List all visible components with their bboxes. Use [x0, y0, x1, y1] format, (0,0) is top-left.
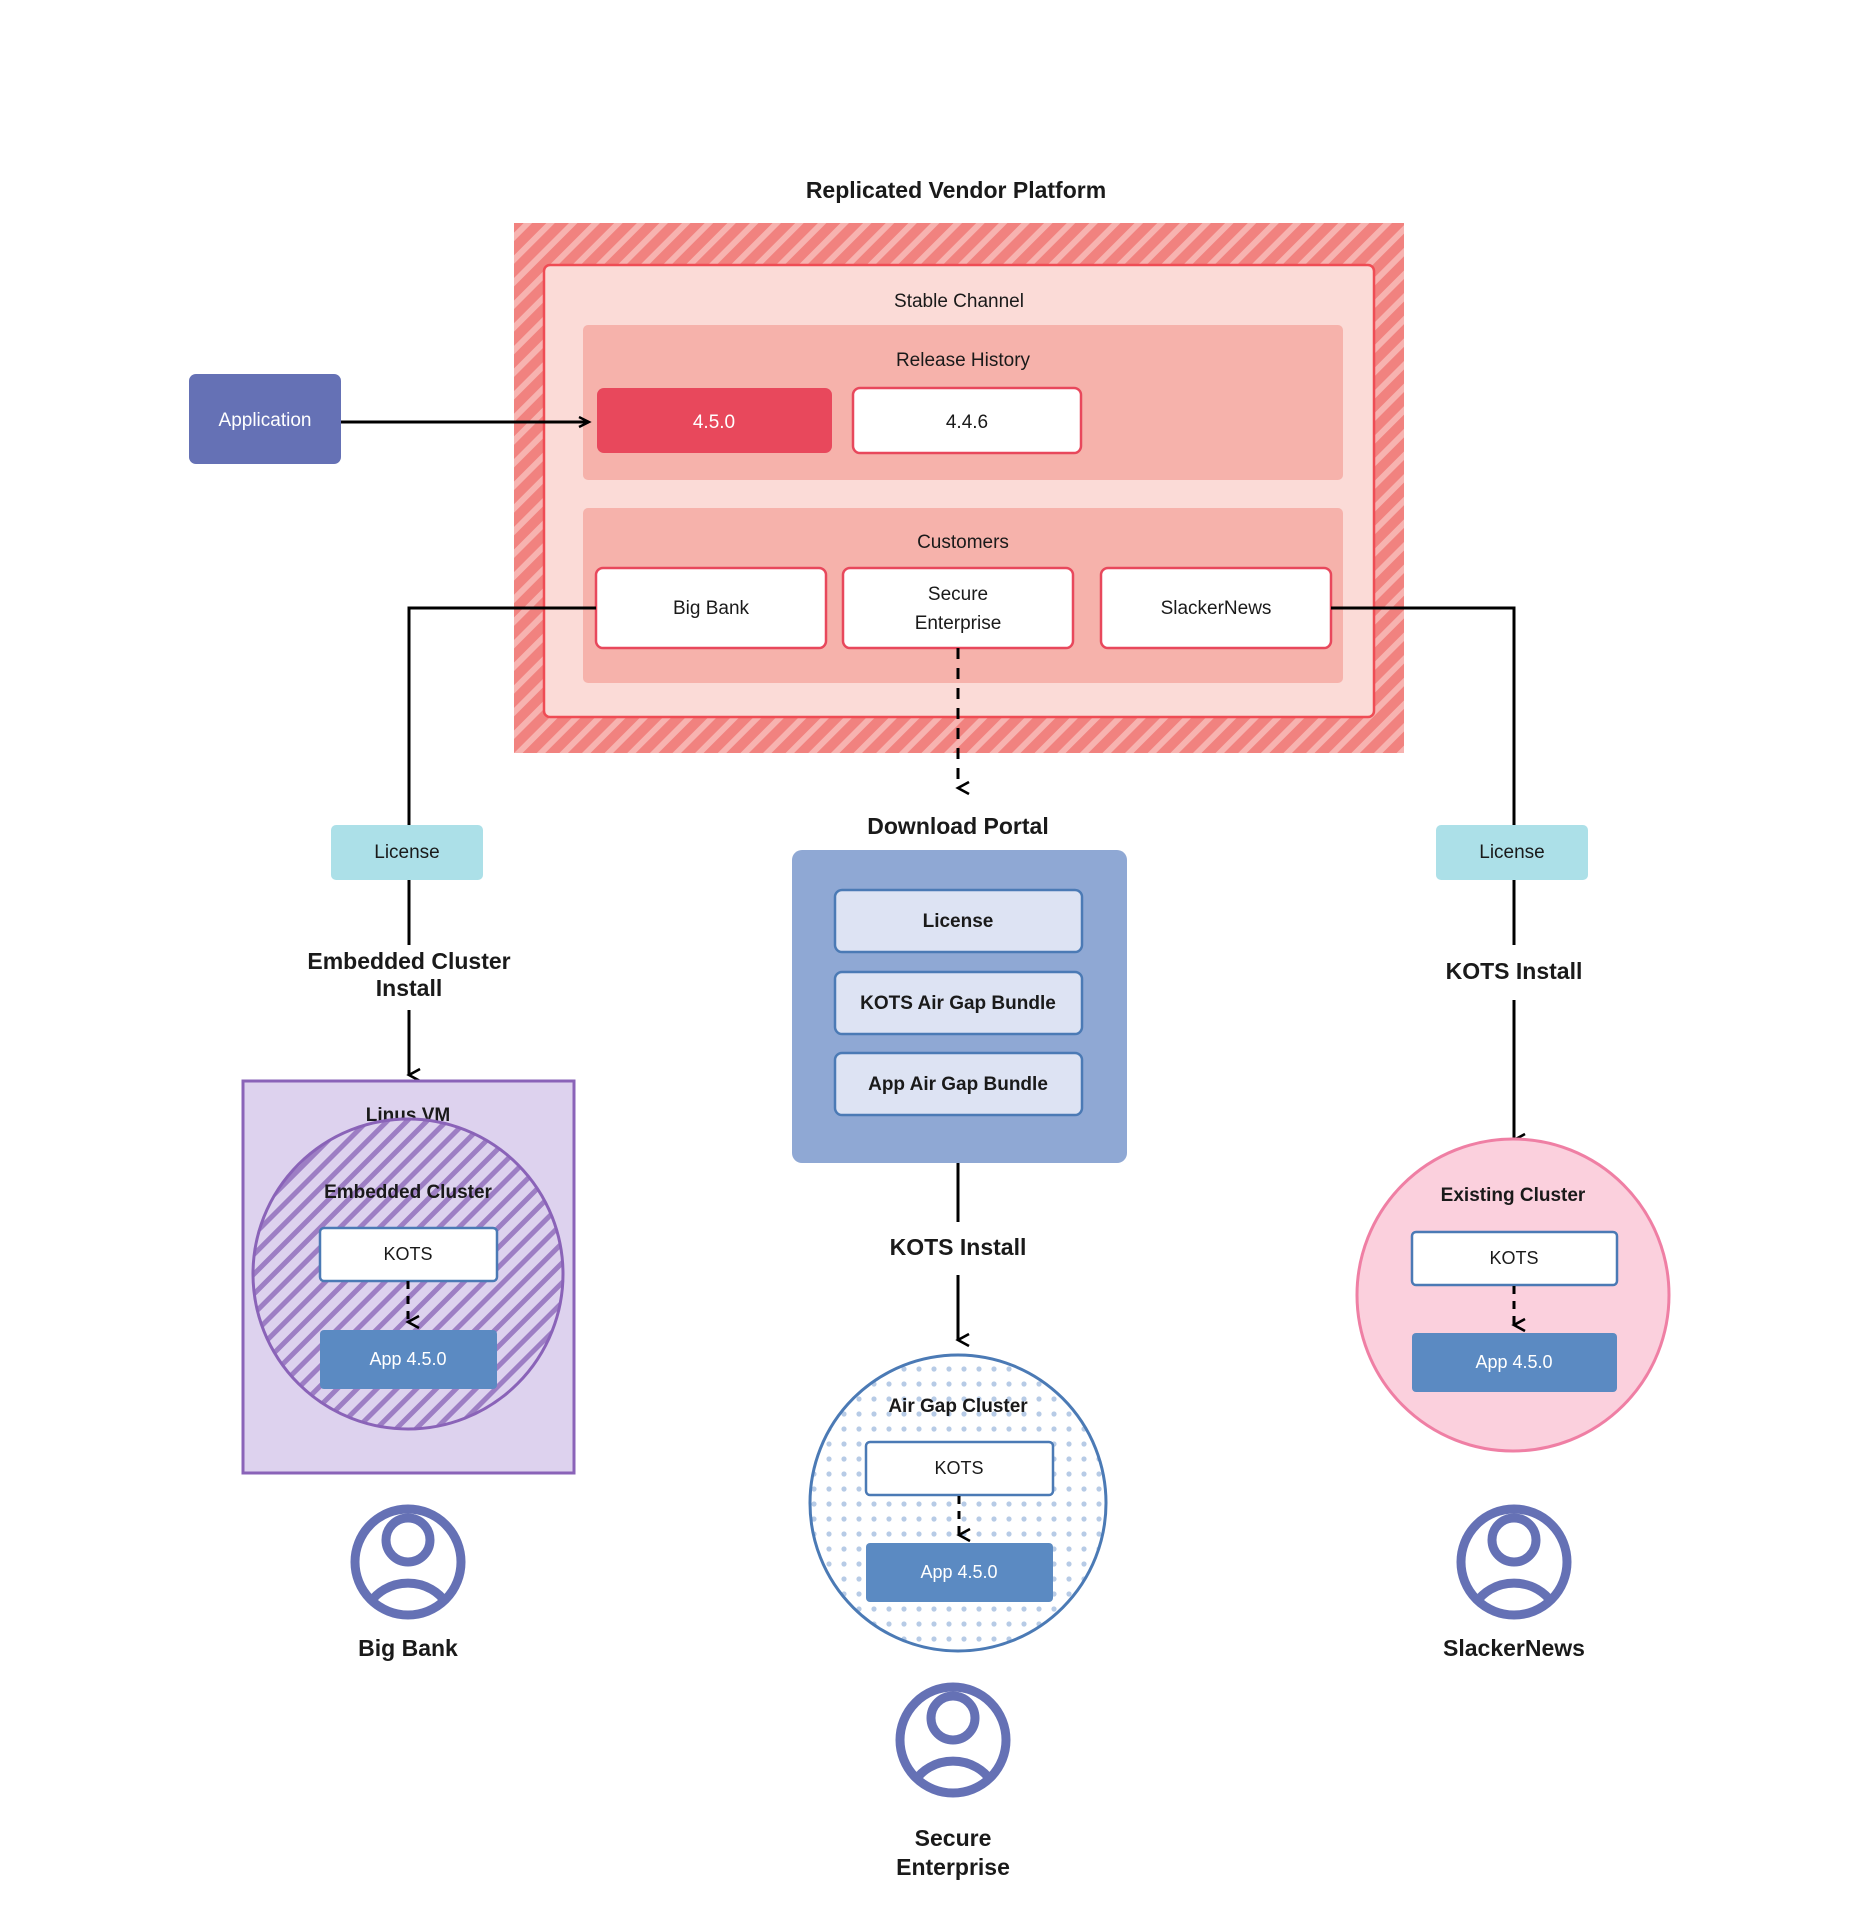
customer-card-secure-enterprise[interactable]: Secure Enterprise: [841, 566, 1075, 650]
release-card-previous[interactable]: 4.4.6: [851, 386, 1083, 455]
cluster-label: Existing Cluster: [1441, 1185, 1586, 1206]
customer-name: SlackerNews: [1161, 598, 1272, 619]
user-avatar-icon: [895, 1682, 1011, 1798]
license-box-right[interactable]: License: [1436, 825, 1588, 880]
customer-card-big-bank[interactable]: Big Bank: [594, 566, 828, 650]
license-label: License: [374, 842, 440, 863]
release-history-label: Release History: [896, 350, 1031, 371]
persona-label-2: Enterprise: [896, 1854, 1010, 1880]
customers-panel: Customers Big Bank Secure Enterprise Sla…: [583, 508, 1343, 683]
download-portal-title: Download Portal: [867, 813, 1048, 839]
portal-item-app-airgap-bundle[interactable]: App Air Gap Bundle: [833, 1051, 1084, 1117]
kots-label: KOTS: [934, 1458, 983, 1478]
customer-name: Big Bank: [673, 598, 750, 619]
portal-item-label: App Air Gap Bundle: [868, 1074, 1048, 1095]
license-box-left[interactable]: License: [331, 825, 483, 880]
kots-box[interactable]: KOTS: [864, 1440, 1055, 1497]
portal-item-label: KOTS Air Gap Bundle: [860, 993, 1056, 1014]
application-label: Application: [219, 410, 312, 431]
user-avatar-icon: [350, 1504, 466, 1620]
edge-slackernews-to-license: [1331, 606, 1516, 825]
app-box[interactable]: App 4.5.0: [320, 1330, 497, 1389]
customer-card-slackernews[interactable]: SlackerNews: [1099, 566, 1333, 650]
app-box[interactable]: App 4.5.0: [866, 1543, 1053, 1602]
deployment-air-gap: Air Gap Cluster KOTS App 4.5.0: [808, 1353, 1108, 1653]
persona-big-bank: Big Bank: [350, 1504, 466, 1661]
customer-name-2: Enterprise: [915, 613, 1002, 634]
app-label: App 4.5.0: [1475, 1352, 1552, 1372]
kots-label: KOTS: [1489, 1248, 1538, 1268]
deployment-linux-vm: Linus VM Embedded Cluster KOTS App 4.5.0: [241, 1079, 576, 1475]
persona-label: Big Bank: [358, 1635, 458, 1661]
persona-label-1: Secure: [915, 1825, 992, 1851]
release-version: 4.4.6: [946, 412, 988, 433]
persona-slackernews: SlackerNews: [1443, 1504, 1585, 1661]
cluster-label: Air Gap Cluster: [888, 1396, 1028, 1417]
kots-box[interactable]: KOTS: [318, 1226, 499, 1283]
page-title: Replicated Vendor Platform: [806, 177, 1106, 203]
release-history-panel: Release History 4.5.0 4.4.6: [583, 325, 1343, 480]
deployment-existing-cluster: Existing Cluster KOTS App 4.5.0: [1355, 1137, 1671, 1453]
edge-bigbank-to-license: [407, 606, 596, 825]
customers-label: Customers: [917, 532, 1009, 553]
release-card-current[interactable]: 4.5.0: [597, 388, 832, 453]
portal-item-label: License: [923, 911, 994, 932]
edge-label-kots-install-center: KOTS Install: [890, 1234, 1027, 1260]
download-portal-panel: License KOTS Air Gap Bundle App Air Gap …: [792, 850, 1127, 1163]
cluster-label: Embedded Cluster: [324, 1182, 492, 1203]
app-box[interactable]: App 4.5.0: [1412, 1333, 1617, 1392]
edge-label-kots-install-right: KOTS Install: [1446, 958, 1583, 984]
kots-box[interactable]: KOTS: [1410, 1230, 1619, 1287]
stable-channel-label: Stable Channel: [894, 291, 1024, 312]
edge-label-embedded-install-1: Embedded Cluster: [307, 948, 510, 974]
portal-item-license[interactable]: License: [833, 888, 1084, 954]
portal-item-kots-airgap-bundle[interactable]: KOTS Air Gap Bundle: [833, 970, 1084, 1036]
user-avatar-icon: [1456, 1504, 1572, 1620]
app-label: App 4.5.0: [920, 1562, 997, 1582]
customer-name: Secure: [928, 584, 988, 605]
license-label: License: [1479, 842, 1545, 863]
kots-label: KOTS: [383, 1244, 432, 1264]
app-label: App 4.5.0: [369, 1349, 446, 1369]
persona-secure-enterprise: Secure Enterprise: [895, 1682, 1011, 1880]
release-version: 4.5.0: [693, 412, 735, 433]
edge-label-embedded-install-2: Install: [376, 975, 442, 1001]
application-box[interactable]: Application: [189, 374, 341, 464]
persona-label: SlackerNews: [1443, 1635, 1585, 1661]
